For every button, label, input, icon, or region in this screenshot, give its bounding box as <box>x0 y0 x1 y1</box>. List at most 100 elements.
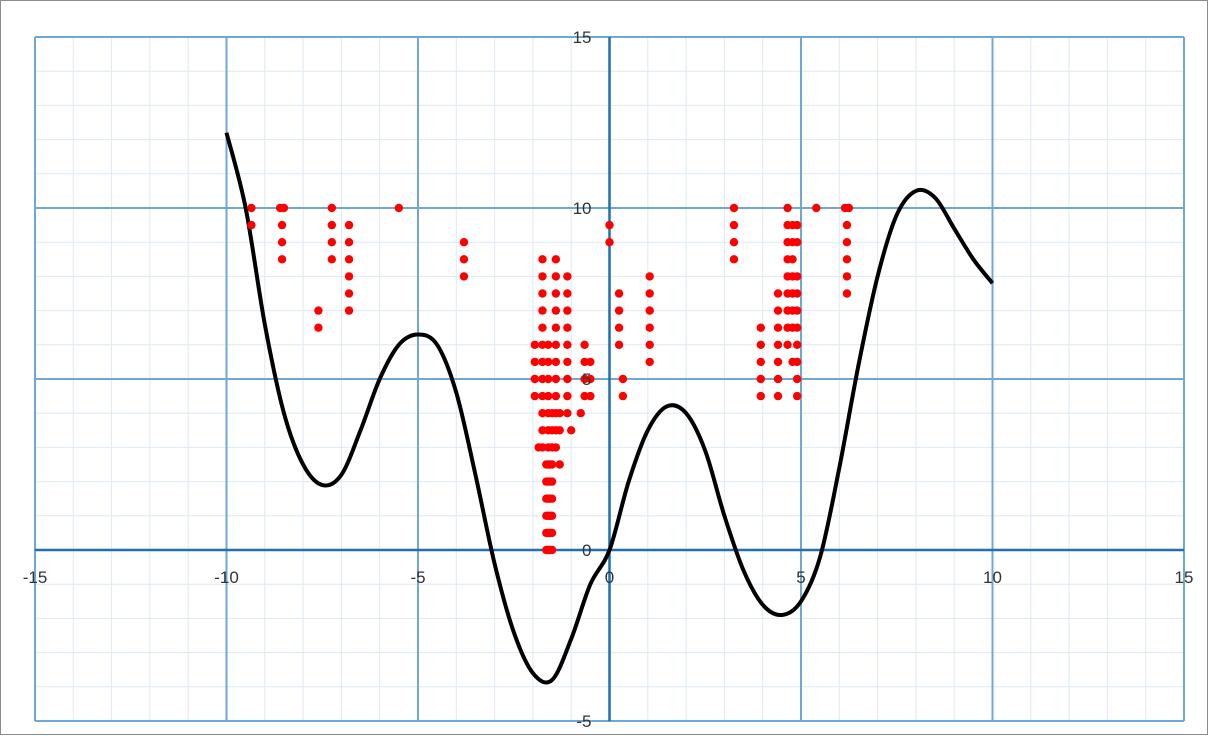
data-point <box>645 323 654 332</box>
data-point <box>792 340 802 349</box>
data-point <box>614 289 624 298</box>
data-point <box>538 374 547 384</box>
data-point <box>538 255 547 264</box>
data-point <box>327 220 337 230</box>
data-point <box>538 306 547 315</box>
x-tick-label: -10 <box>214 568 239 587</box>
data-point <box>327 238 337 247</box>
data-point <box>459 238 469 247</box>
data-point <box>580 357 589 367</box>
data-point <box>792 306 802 315</box>
data-point <box>538 409 547 418</box>
data-point <box>729 255 739 264</box>
data-point <box>314 323 323 332</box>
x-tick-label: -15 <box>23 568 48 587</box>
data-point <box>756 323 765 332</box>
data-point <box>459 272 469 281</box>
data-point <box>542 528 551 538</box>
data-point <box>614 306 624 315</box>
data-point <box>563 340 572 349</box>
data-point <box>551 357 561 367</box>
data-point <box>551 340 561 349</box>
data-point <box>551 272 561 281</box>
y-tick-label: 0 <box>582 541 591 560</box>
data-point <box>563 374 572 384</box>
data-point <box>792 289 802 298</box>
data-point <box>277 238 287 247</box>
data-point <box>530 340 540 349</box>
data-point <box>551 391 561 401</box>
x-tick-label: 5 <box>796 568 805 587</box>
data-point <box>645 289 654 298</box>
data-point <box>773 374 783 384</box>
data-point <box>792 357 802 367</box>
data-point <box>544 340 553 349</box>
data-point <box>344 289 354 298</box>
curve-line <box>224 132 995 685</box>
data-point <box>756 340 765 349</box>
data-point <box>551 289 561 298</box>
data-point <box>792 272 802 281</box>
data-point <box>530 357 540 367</box>
data-point <box>563 391 572 401</box>
data-point <box>542 545 551 555</box>
data-point <box>542 494 551 503</box>
data-point <box>344 272 354 281</box>
data-point <box>538 340 547 349</box>
data-point <box>812 203 821 213</box>
data-point <box>783 340 792 349</box>
data-point <box>563 409 572 418</box>
data-point <box>538 391 547 401</box>
data-point <box>544 374 553 384</box>
points-layer <box>247 203 854 555</box>
data-point <box>327 255 337 264</box>
data-point <box>614 323 624 332</box>
data-point <box>645 340 654 349</box>
data-point <box>842 289 852 298</box>
data-point <box>729 220 739 230</box>
data-point <box>773 357 783 367</box>
data-point <box>247 203 256 213</box>
data-point <box>586 357 595 367</box>
data-point <box>792 391 802 401</box>
data-point <box>618 374 628 384</box>
data-point <box>580 340 589 349</box>
data-point <box>344 306 354 315</box>
data-point <box>277 220 287 230</box>
data-point <box>842 272 852 281</box>
data-point <box>842 255 852 264</box>
data-point <box>792 323 802 332</box>
data-point <box>563 272 572 281</box>
data-point <box>756 357 765 367</box>
data-point <box>314 306 323 315</box>
data-point <box>538 272 547 281</box>
data-point <box>344 220 354 230</box>
data-point <box>645 306 654 315</box>
data-point <box>547 409 557 418</box>
data-point <box>277 255 287 264</box>
data-point <box>563 323 572 332</box>
data-point <box>729 203 739 213</box>
data-point <box>729 238 739 247</box>
data-point <box>394 203 404 213</box>
data-point <box>567 426 576 435</box>
data-point <box>756 391 765 401</box>
data-point <box>344 255 354 264</box>
data-point <box>645 357 654 367</box>
data-point <box>551 255 561 264</box>
data-point <box>645 272 654 281</box>
data-point <box>563 306 572 315</box>
data-point <box>773 306 783 315</box>
data-point <box>547 443 557 452</box>
data-point <box>530 374 540 384</box>
data-point <box>542 477 551 486</box>
data-point <box>538 289 547 298</box>
x-tick-label: 10 <box>983 568 1002 587</box>
data-point <box>544 357 553 367</box>
data-point <box>842 220 852 230</box>
data-point <box>844 203 854 213</box>
y-tick-label: 15 <box>573 28 592 47</box>
